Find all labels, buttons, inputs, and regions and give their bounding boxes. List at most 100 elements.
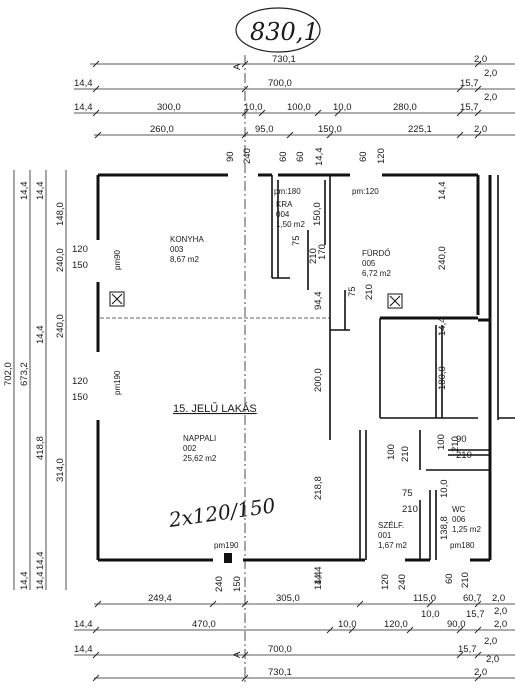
- dim-tick: [456, 109, 464, 117]
- left-open-150-a: 150: [72, 260, 88, 271]
- top-dim-700: 700,0: [268, 78, 292, 89]
- in-dim-2188: 218,8: [313, 476, 324, 500]
- axis-mark-top: A: [232, 63, 243, 70]
- bot-open-210: 210: [460, 572, 471, 588]
- dim-tick: [406, 626, 414, 634]
- dim-tick: [314, 109, 322, 117]
- bot-dim-115: 115,0: [413, 593, 436, 604]
- bot-dim-2-e: 2,0: [486, 654, 499, 665]
- room-kitchen-name: KONYHA: [170, 235, 204, 244]
- dim-tick: [326, 626, 334, 634]
- left-dim-14-e: 14,4: [35, 326, 46, 345]
- top-open-240: 240: [242, 148, 253, 164]
- top-dim-260: 260,0: [150, 124, 174, 135]
- in-h-75: 75: [402, 488, 413, 499]
- in-dim-200: 200,0: [313, 368, 324, 392]
- in-dim-10: 10,0: [439, 480, 450, 499]
- in-dim-210-d: 210: [450, 436, 461, 452]
- vent-x-kitchen: [111, 293, 123, 305]
- left-dim-4188: 418,8: [35, 436, 46, 460]
- room-wc-area: 1,25 m2: [452, 525, 481, 534]
- pm-120-top: pm:120: [352, 187, 379, 196]
- top-open-144: 14,4: [314, 148, 325, 167]
- top-open-90: 90: [225, 151, 236, 162]
- in-dim-210-b: 210: [364, 284, 375, 300]
- dim-tick: [426, 600, 434, 608]
- wall-bath-inner: [379, 318, 478, 419]
- bot-dim-2-d: 2,0: [484, 636, 497, 647]
- dim-tick: [258, 109, 266, 117]
- dim-tick: [474, 626, 482, 634]
- pm-90-left: pm90: [113, 249, 122, 270]
- left-dim-240-b: 240,0: [55, 314, 66, 338]
- dim-tick: [94, 131, 102, 139]
- bot-dim-2494: 249,4: [148, 593, 172, 604]
- in-dim-210-a: 210: [308, 248, 319, 264]
- top-dim-157-b: 15,7: [460, 102, 479, 113]
- room-living-area: 25,62 m2: [183, 454, 217, 463]
- in-dim-180: 180,0: [437, 366, 448, 390]
- room-storage-name: SZÉLF.: [378, 521, 404, 530]
- in-dim-144-c: 14,4: [313, 567, 324, 586]
- left-dim-314: 314,0: [55, 458, 66, 482]
- wall-kra: [271, 175, 331, 318]
- top-dim-300: 300,0: [157, 102, 181, 113]
- dim-tick: [92, 60, 100, 68]
- bot-dim-470: 470,0: [192, 619, 216, 630]
- top-open-60-c: 60: [358, 151, 369, 162]
- dim-tick: [209, 600, 217, 608]
- dim-tick: [241, 600, 249, 608]
- bot-open-240: 240: [214, 576, 225, 592]
- in-dim-75-b: 75: [347, 286, 358, 297]
- dim-tick: [474, 60, 482, 68]
- in-dim-75-a: 75: [291, 235, 302, 246]
- bot-open-150: 150: [232, 576, 243, 592]
- dim-tick: [474, 109, 482, 117]
- dim-tick: [456, 651, 464, 659]
- wall-storage: [359, 430, 490, 560]
- room-storage-num: 001: [378, 531, 392, 540]
- top-dim-730: 730,1: [272, 54, 296, 65]
- bot-dim-607: 60,7: [463, 593, 482, 604]
- dim-tick: [474, 651, 482, 659]
- in-dim-144-b: 14,4: [437, 318, 448, 337]
- bot-dim-90: 90,0: [447, 619, 466, 630]
- in-dim-1388: 138,8: [439, 516, 450, 540]
- left-open-120-a: 120: [72, 244, 88, 255]
- dim-tick: [474, 600, 482, 608]
- in-dim-944: 94,4: [313, 292, 324, 311]
- top-dim-10-a: 10,0: [244, 102, 263, 113]
- dim-tick: [474, 85, 482, 93]
- top-open-60-b: 60: [295, 151, 306, 162]
- dim-tick: [92, 626, 100, 634]
- left-dim-6732: 673,2: [19, 362, 30, 386]
- left-dim-240-a: 240,0: [55, 248, 66, 272]
- bot-dim-700: 700,0: [268, 644, 292, 655]
- top-dim-95: 95,0: [255, 124, 274, 135]
- in-dim-240: 240,0: [437, 246, 448, 270]
- bot-dim-10-b: 10,0: [338, 619, 357, 630]
- dim-tick: [356, 600, 364, 608]
- pm-180-top: pm:180: [274, 187, 301, 196]
- room-storage-area: 1,67 m2: [378, 541, 407, 550]
- wall-right-extra: [497, 175, 515, 420]
- top-dim-280: 280,0: [393, 102, 417, 113]
- dim-tick: [456, 85, 464, 93]
- top-dim-2-d: 2,0: [474, 124, 487, 135]
- bot-dim-2-f: 2,0: [474, 667, 487, 678]
- left-dim-14-b: 14,4: [19, 572, 30, 591]
- in-h-210-b: 210: [402, 504, 418, 515]
- vent-box-kitchen: [109, 291, 125, 307]
- bot-open-120: 120: [380, 574, 391, 590]
- bot-dim-730: 730,1: [268, 667, 292, 678]
- top-open-120: 120: [376, 148, 387, 164]
- pm-180-wc: pm180: [450, 541, 475, 550]
- bot-dim-14-b: 14,4: [74, 644, 93, 655]
- window-note: 2x120/150: [166, 493, 277, 532]
- top-dim-14-b: 14,4: [74, 102, 93, 113]
- bot-dim-120: 120,0: [384, 619, 408, 630]
- dim-tick: [94, 600, 102, 608]
- pm-190-left: pm190: [113, 370, 122, 395]
- left-dim-702: 702,0: [3, 362, 14, 386]
